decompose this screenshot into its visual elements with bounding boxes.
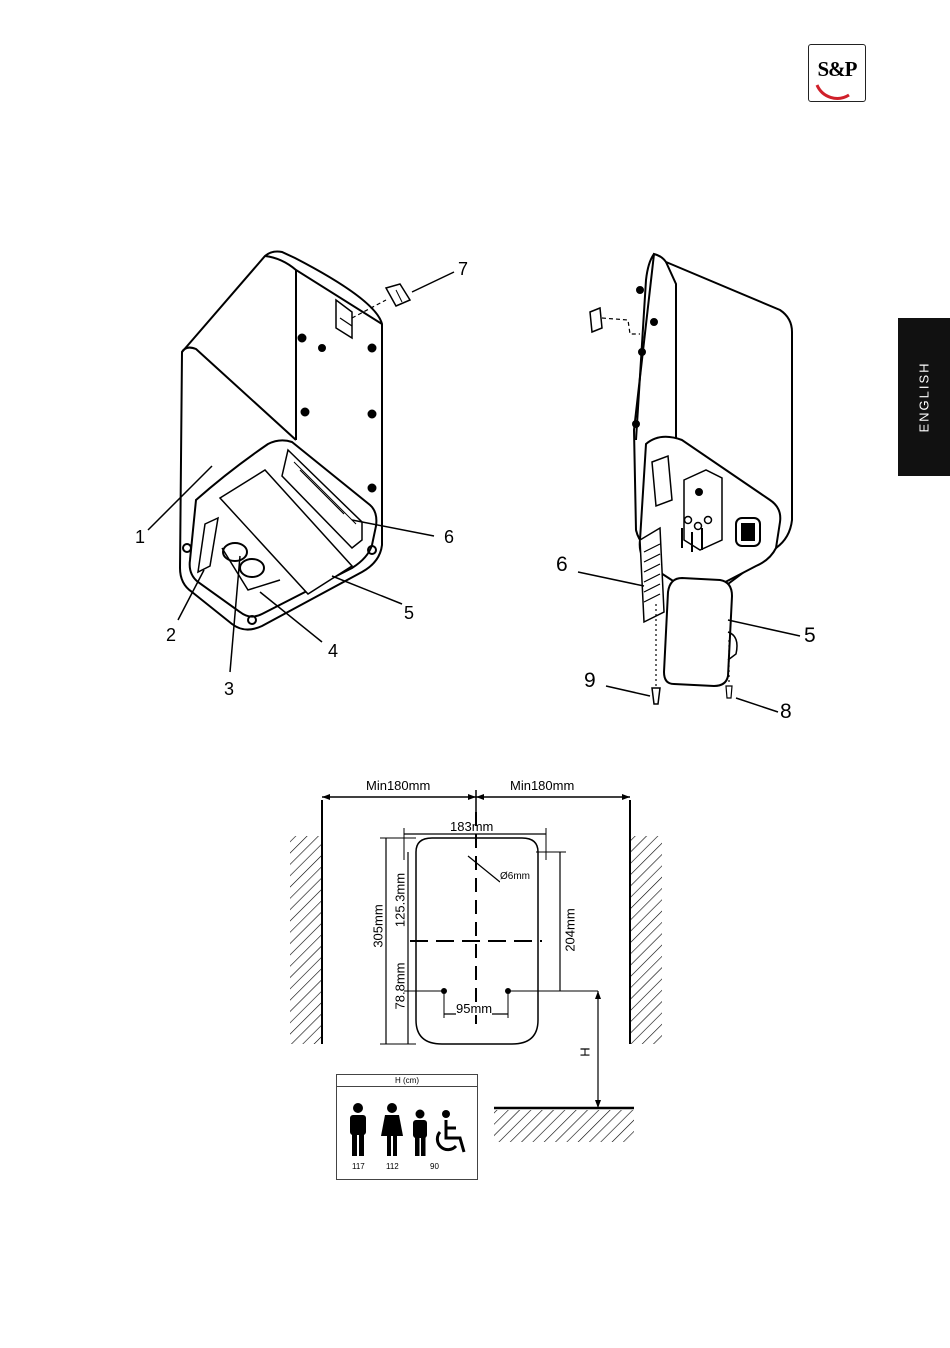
callout-6-open: 6	[556, 556, 568, 574]
callout-4: 4	[328, 642, 338, 660]
callout-9: 9	[584, 672, 596, 690]
dryer-exploded-view	[180, 252, 410, 630]
callout-2: 2	[166, 626, 176, 644]
hole-spacing-label: 95mm	[456, 1002, 492, 1015]
lower-height-label: 78.8mm	[394, 963, 407, 1010]
height-symbol-label: H	[579, 1047, 592, 1056]
callout-5: 5	[404, 604, 414, 622]
callout-1: 1	[135, 528, 145, 546]
right-height-label: 204mm	[564, 908, 577, 951]
dryer-open-view	[590, 254, 792, 704]
height-value-woman: 112	[386, 1163, 399, 1171]
hole-diameter-label: Ø6mm	[500, 870, 530, 883]
left-clearance-label: Min180mm	[366, 779, 430, 792]
total-height-label: 305mm	[372, 904, 385, 947]
callout-3: 3	[224, 680, 234, 698]
callout-7: 7	[458, 260, 468, 278]
height-value-wheelchair: 90	[430, 1163, 439, 1171]
width-label: 183mm	[450, 820, 493, 833]
callout-8: 8	[780, 703, 792, 721]
height-table-title: H (cm)	[337, 1075, 477, 1087]
callout-6: 6	[444, 528, 454, 546]
upper-height-label: 125.3mm	[394, 873, 407, 927]
height-value-man: 117	[352, 1163, 365, 1171]
right-clearance-label: Min180mm	[510, 779, 574, 792]
callout-5-open: 5	[804, 627, 816, 645]
